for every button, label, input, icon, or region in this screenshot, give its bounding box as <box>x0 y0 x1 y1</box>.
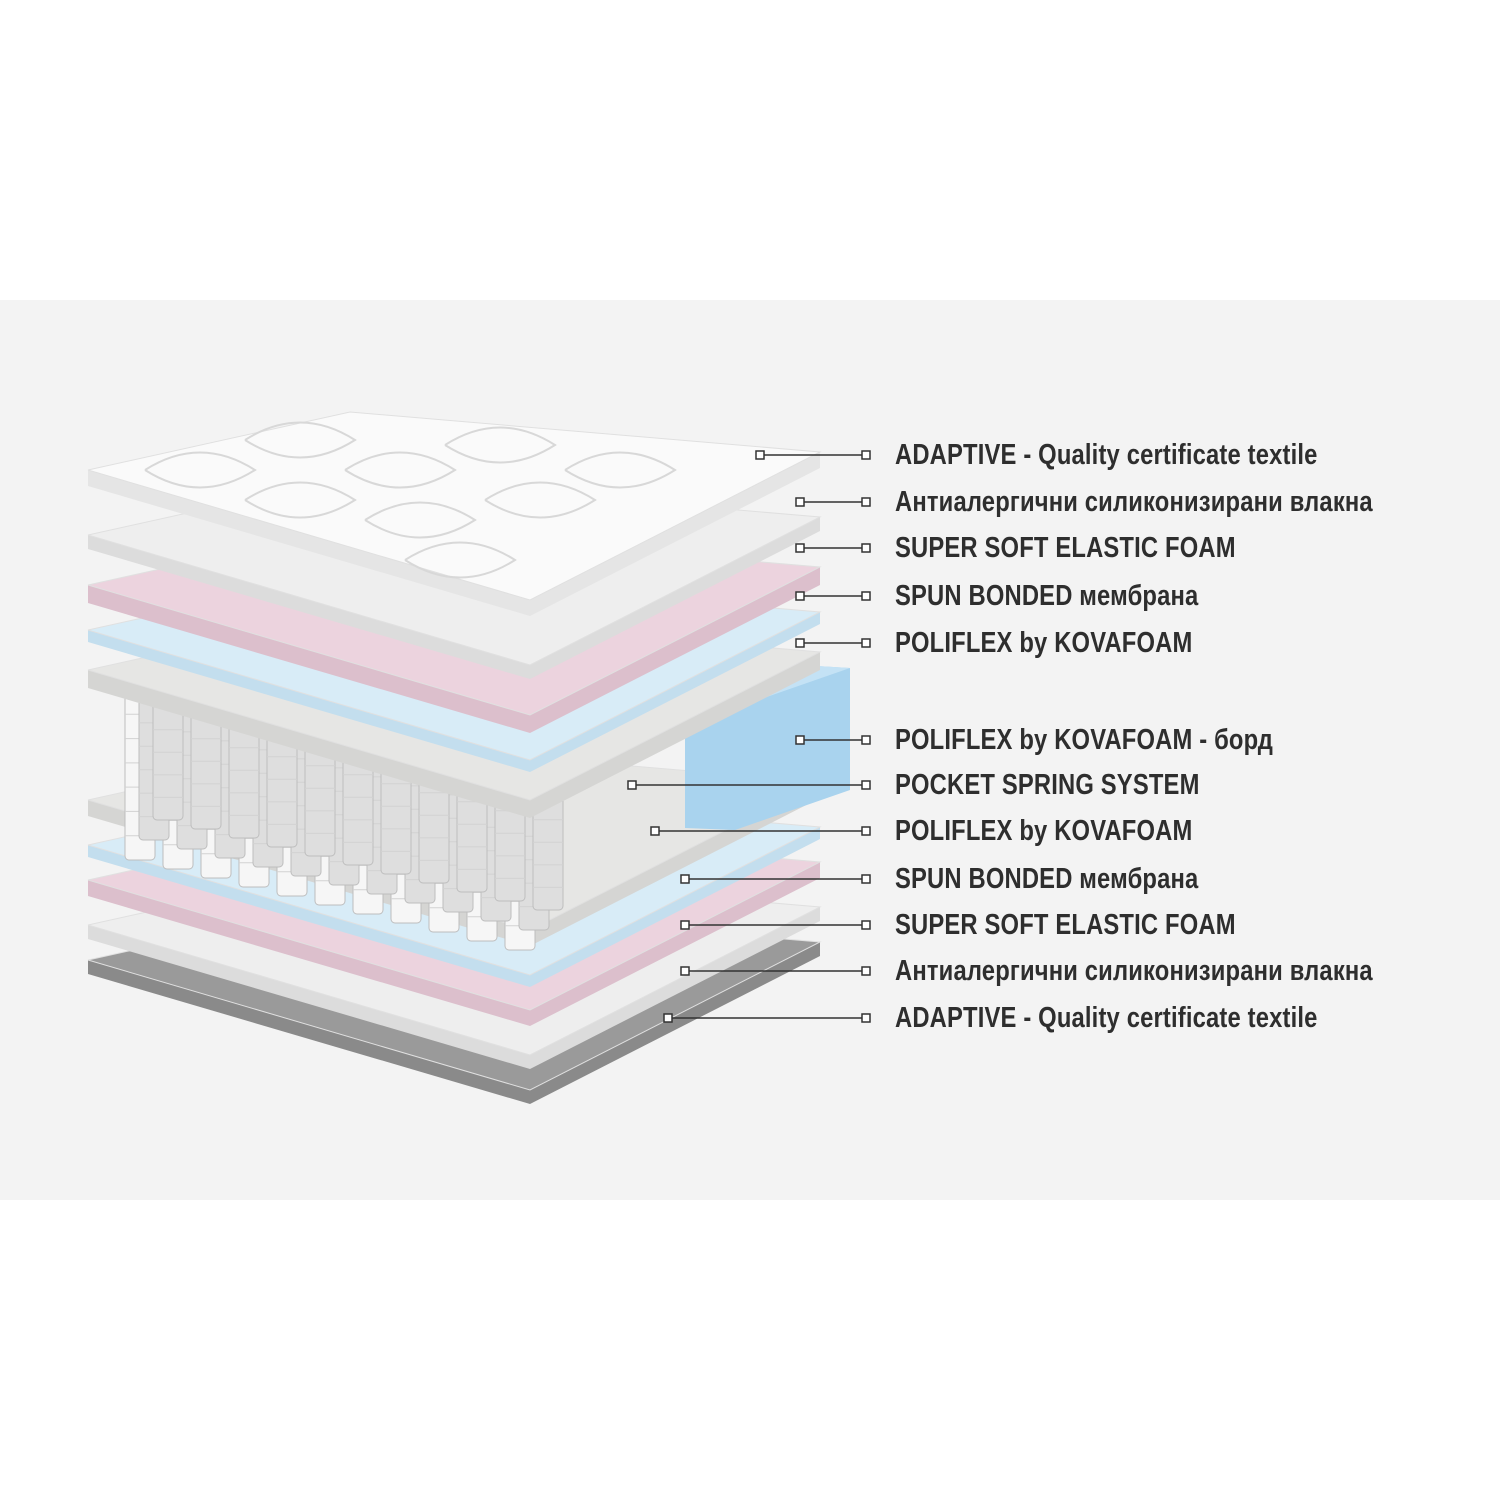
bottom-membrane-layer-front-edge <box>88 845 530 987</box>
connector-start-marker <box>663 1013 673 1023</box>
quilt-pattern <box>244 481 357 519</box>
connector-end-marker <box>861 966 871 976</box>
layer-label: POLIFLEX by KOVAFOAM <box>895 627 1193 659</box>
quilt-pattern <box>344 451 457 489</box>
bottom-pink-foam-layer-front-edge <box>88 880 530 1026</box>
top-textile-layer-front-edge <box>88 470 530 616</box>
layer-label: POCKET SPRING SYSTEM <box>895 769 1200 801</box>
connector-start-marker <box>650 826 660 836</box>
bottom-membrane-layer-side-edge <box>530 827 820 987</box>
base-textile-layer-side-edge <box>530 942 820 1104</box>
layer-label: SUPER SOFT ELASTIC FOAM <box>895 909 1236 941</box>
bottom-fiber-layer-side-edge <box>530 907 820 1069</box>
quilt-pattern <box>484 481 597 519</box>
connector-start-marker <box>755 450 765 460</box>
bottom-fiber-layer-front-edge <box>88 925 530 1069</box>
top-pink-foam-layer-side-edge <box>530 567 820 733</box>
quilt-pattern <box>364 501 477 539</box>
layer-label: Антиалергични силиконизирани влакна <box>895 955 1373 987</box>
connector-start-marker <box>680 874 690 884</box>
top-pink-foam-layer-front-edge <box>88 585 530 733</box>
connector-end-marker <box>861 450 871 460</box>
layer-label: SPUN BONDED мембрана <box>895 863 1199 895</box>
connector-start-marker <box>680 920 690 930</box>
quilt-pattern <box>564 451 677 489</box>
layer-label: POLIFLEX by KOVAFOAM - борд <box>895 724 1273 756</box>
connector-end-marker <box>861 780 871 790</box>
top-fiber-layer-side-edge <box>530 517 820 679</box>
connector-start-marker <box>680 966 690 976</box>
quilt-pattern <box>444 426 557 464</box>
connector-end-marker <box>861 826 871 836</box>
layer-label: POLIFLEX by KOVAFOAM <box>895 815 1193 847</box>
quilt-pattern <box>144 451 257 489</box>
top-poliflex-layer-front-edge <box>88 670 530 818</box>
quilt-pattern <box>404 541 517 579</box>
layer-label: SUPER SOFT ELASTIC FOAM <box>895 532 1236 564</box>
bottom-pink-foam-layer-side-edge <box>530 862 820 1026</box>
top-poliflex-layer-side-edge <box>530 652 820 818</box>
quilt-pattern <box>244 421 357 459</box>
connector-start-marker <box>795 638 805 648</box>
connector-start-marker <box>795 543 805 553</box>
connector-end-marker <box>861 543 871 553</box>
top-textile-layer-side-edge <box>530 452 820 616</box>
top-membrane-layer-side-edge <box>530 612 820 772</box>
connector-start-marker <box>627 780 637 790</box>
connector-start-marker <box>795 735 805 745</box>
connector-end-marker <box>861 874 871 884</box>
layer-label: Антиалергични силиконизирани влакна <box>895 486 1373 518</box>
top-membrane-layer-front-edge <box>88 630 530 772</box>
top-fiber-layer-front-edge <box>88 535 530 679</box>
layer-label: SPUN BONDED мембрана <box>895 580 1199 612</box>
layer-label: ADAPTIVE - Quality certificate textile <box>895 1002 1318 1034</box>
base-textile-layer-front-edge <box>88 960 530 1104</box>
connector-end-marker <box>861 735 871 745</box>
layer-label: ADAPTIVE - Quality certificate textile <box>895 439 1318 471</box>
connector-end-marker <box>861 497 871 507</box>
connector-start-marker <box>795 497 805 507</box>
connector-end-marker <box>861 638 871 648</box>
connector-end-marker <box>861 1013 871 1023</box>
connector-end-marker <box>861 591 871 601</box>
connector-end-marker <box>861 920 871 930</box>
connector-start-marker <box>795 591 805 601</box>
